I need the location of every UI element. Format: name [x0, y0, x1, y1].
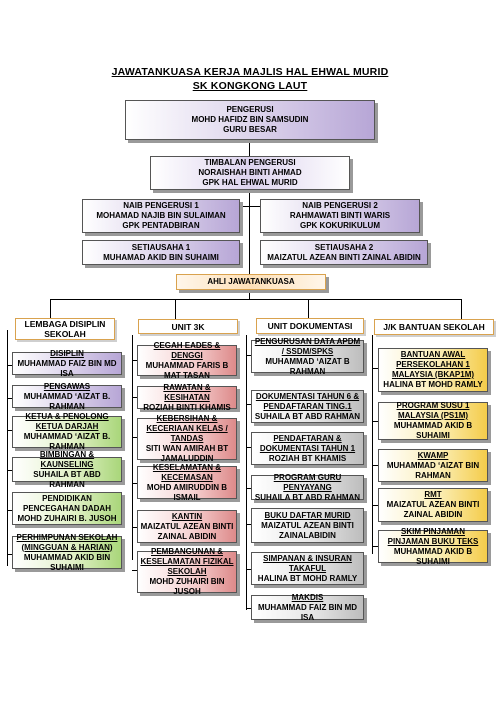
list-item: PENDAFTARAN & DOKUMENTASI TAHUN 1 ROZIAH… — [251, 432, 364, 465]
ahli-jawatankuasa-box: AHLI JAWATANKUASA — [176, 274, 326, 290]
header-unit-3k: UNIT 3K — [138, 319, 238, 334]
list-item: DISIPLIN MUHAMMAD FAIZ BIN MD ISA — [12, 349, 122, 378]
list-item: KETUA & PENOLONG KETUA DARJAH MUHAMMAD ‘… — [12, 412, 122, 451]
list-item: SKIM PINJAMAN PINJAMAN BUKU TEKS MUHAMMA… — [378, 527, 488, 566]
list-item: KWAMP MUHAMMAD ‘AIZAT BIN RAHMAN — [378, 449, 488, 482]
header-unit-dokumentasi: UNIT DOKUMENTASI — [256, 318, 364, 334]
list-item: PENDIDIKAN PENCEGAHAN DADAH MOHD ZUHAIRI… — [12, 492, 122, 525]
header-bantuan-sekolah: J/K BANTUAN SEKOLAH — [374, 319, 494, 335]
list-item: SIMPANAN & INSURAN TAKAFUL HALINA BT MOH… — [251, 552, 364, 585]
list-item: BUKU DAFTAR MURID MAIZATUL AZEAN BINTI Z… — [251, 508, 364, 543]
pengerusi-box: PENGERUSI MOHD HAFIDZ BIN SAMSUDIN GURU … — [125, 100, 375, 140]
list-item: KANTIN MAIZATUL AZEAN BINTI ZAINAL ABIDI… — [137, 510, 237, 543]
list-item: BIMBINGAN & KAUNSELING SUHAILA BT ABD RA… — [12, 450, 122, 489]
list-item: DOKUMENTASI TAHUN 6 & PENDAFTARAN TING.1… — [251, 390, 364, 423]
list-item: PERHIMPUNAN SEKOLAH (MINGGUAN & HARIAN) … — [12, 533, 122, 572]
list-item: PEMBANGUNAN & KESELAMATAN FIZIKAL SEKOLA… — [137, 547, 237, 596]
list-item: PENGAWAS MUHAMMAD ‘AIZAT B. RAHMAN — [12, 382, 122, 411]
list-item: RMT MAIZATUL AZEAN BINTI ZAINAL ABIDIN — [378, 488, 488, 522]
list-item: PENGURUSAN DATA APDM / SSDM/SPKS MUHAMMA… — [251, 337, 364, 376]
list-item: CEGAH EADES & DENGGI MUHAMMAD FARIS B MA… — [137, 341, 237, 380]
list-item: KEBERSIHAN & KECERIAAN KELAS / TANDAS SI… — [137, 414, 237, 463]
naib-pengerusi-1-box: NAIB PENGERUSI 1 MOHAMAD NAJIB BIN SULAI… — [82, 199, 240, 233]
list-item: PROGRAM GURU PENYAYANG SUHAILA BT ABD RA… — [251, 473, 364, 502]
list-item: BANTUAN AWAL PERSEKOLAHAN 1 MALAYSIA (BK… — [378, 348, 488, 392]
setiausaha-2-box: SETIAUSAHA 2 MAIZATUL AZEAN BINTI ZAINAL… — [260, 240, 428, 265]
setiausaha-1-box: SETIAUSAHA 1 MUHAMAD AKID BIN SUHAIMI — [82, 240, 240, 265]
list-item: MAKDIS MUHAMMAD FAIZ BIN MD ISA — [251, 593, 364, 622]
school-name: SK KONGKONG LAUT — [192, 80, 308, 92]
chart-title: JAWATANKUASA KERJA MAJLIS HAL EHWAL MURI… — [111, 66, 389, 78]
list-item: RAWATAN & KESIHATAN ROZIAH BINTI KHAMIS — [137, 383, 237, 412]
header-lembaga-disiplin: LEMBAGA DISIPLIN SEKOLAH — [15, 318, 115, 340]
timbalan-pengerusi-box: TIMBALAN PENGERUSI NORAISHAH BINTI AHMAD… — [150, 156, 350, 190]
naib-pengerusi-2-box: NAIB PENGERUSI 2 RAHMAWATI BINTI WARIS G… — [260, 199, 420, 233]
list-item: PROGRAM SUSU 1 MALAYSIA (PS1M) MUHAMMAD … — [378, 401, 488, 440]
list-item: KESELAMATAN & KECEMASAN MOHD AMIRUDDIN B… — [137, 463, 237, 502]
